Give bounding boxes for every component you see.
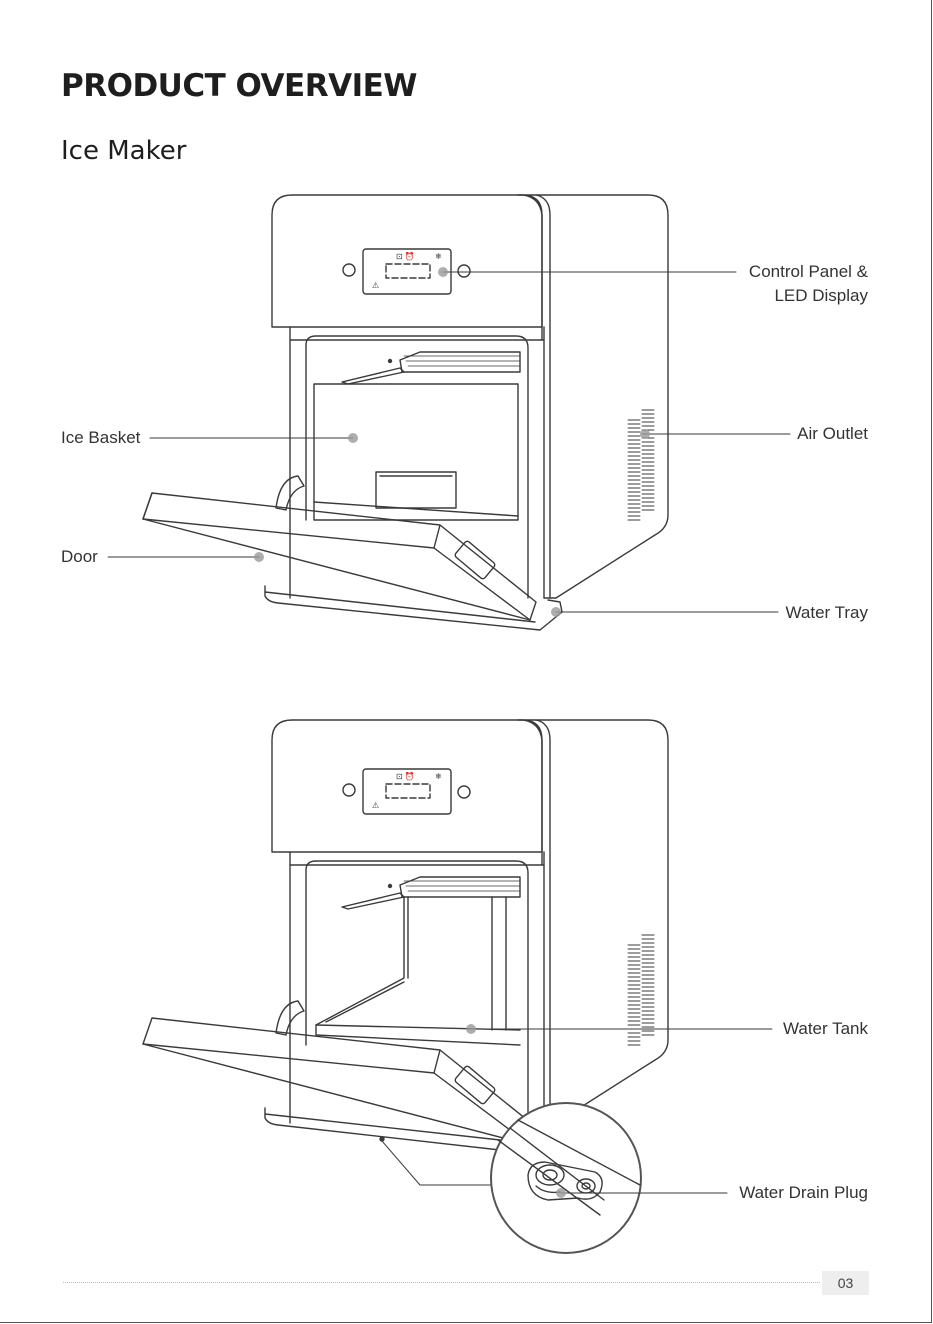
- air-outlet-vents: [628, 410, 654, 520]
- callout-ice-basket: Ice Basket: [61, 426, 140, 450]
- svg-text:❄: ❄: [435, 772, 442, 781]
- svg-text:⚠: ⚠: [372, 281, 379, 290]
- svg-text:⚠: ⚠: [372, 801, 379, 810]
- svg-text:⊡ ⏰: ⊡ ⏰: [396, 251, 415, 261]
- callout-control-panel-line1: Control Panel &: [700, 260, 868, 284]
- door-bottom: [143, 1018, 536, 1145]
- water-tank: [316, 897, 520, 1030]
- drain-plug-magnifier: [491, 1103, 641, 1253]
- svg-text:❄: ❄: [435, 252, 442, 261]
- callout-control-panel-line2: LED Display: [700, 284, 868, 308]
- footer-rule: [63, 1282, 820, 1283]
- callout-water-tank: Water Tank: [760, 1017, 868, 1041]
- ice-basket-top: [314, 384, 518, 520]
- callout-air-outlet: Air Outlet: [760, 422, 868, 446]
- svg-text:⊡ ⏰: ⊡ ⏰: [396, 771, 415, 781]
- callout-water-drain-plug: Water Drain Plug: [720, 1181, 868, 1205]
- ice-maker-bottom-illustration: ⚠ ⊡ ⏰ ❄: [143, 720, 668, 1253]
- ice-maker-top-illustration: ⚠ ⊡ ⏰ ❄: [143, 195, 668, 630]
- callout-control-panel: Control Panel & LED Display: [700, 260, 868, 308]
- top-leader-lines: [108, 272, 790, 612]
- page-number: 03: [822, 1271, 869, 1295]
- callout-water-tray: Water Tray: [760, 601, 868, 625]
- callout-door: Door: [61, 545, 98, 569]
